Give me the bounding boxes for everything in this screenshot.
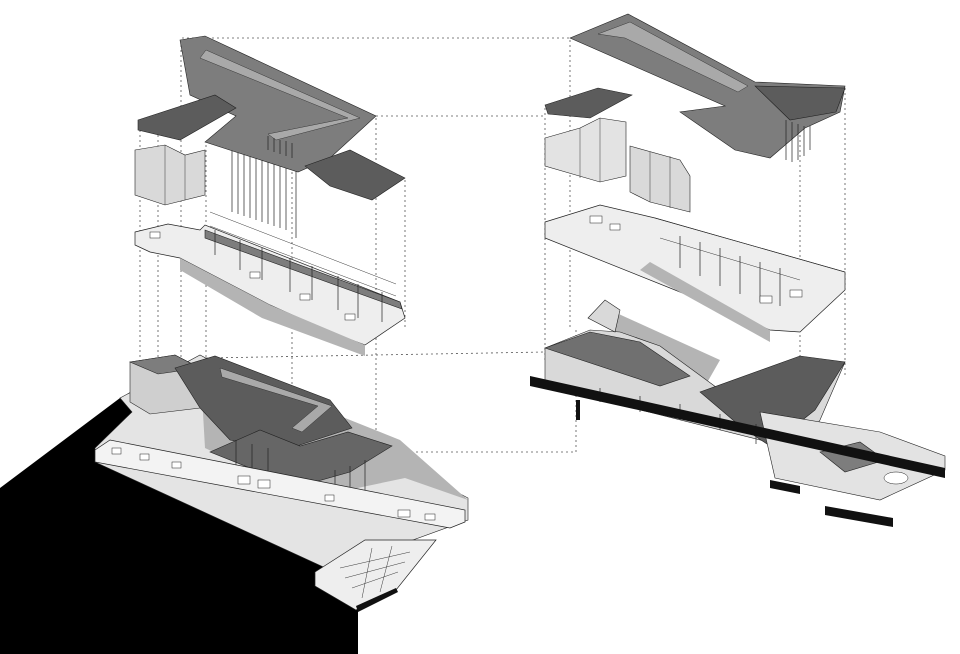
right-first-floor-furniture bbox=[589, 215, 803, 304]
left-lower-extension-grid bbox=[339, 545, 411, 599]
left-upper-slat-wall bbox=[231, 150, 297, 238]
deck-item bbox=[139, 453, 150, 461]
left-first-floor-underside bbox=[180, 258, 365, 356]
guide-mid-link bbox=[205, 351, 546, 359]
left-ground-roof-main bbox=[174, 355, 353, 453]
deck-item bbox=[257, 479, 271, 489]
left-ground-roof-ridge bbox=[219, 367, 333, 433]
right-ground-footing-b bbox=[825, 506, 893, 527]
left-deck-furniture bbox=[111, 447, 436, 521]
deck-item bbox=[424, 513, 436, 521]
floor-item bbox=[789, 289, 803, 298]
left-first-floor-columns bbox=[214, 230, 383, 322]
floor-item bbox=[609, 223, 621, 231]
floor-item bbox=[759, 295, 773, 304]
floor-item bbox=[249, 271, 261, 279]
floor-item bbox=[344, 313, 356, 321]
left-ground-mass bbox=[0, 398, 358, 654]
left-first-floor bbox=[134, 211, 406, 356]
right-ground-level bbox=[530, 299, 946, 527]
right-first-floor-columns bbox=[679, 236, 781, 306]
left-assembly bbox=[0, 35, 469, 654]
floor-item bbox=[589, 215, 603, 224]
left-upper-box bbox=[134, 144, 206, 206]
right-roof-ridge bbox=[597, 21, 749, 93]
left-first-floor-slab bbox=[134, 223, 406, 346]
floor-item bbox=[149, 231, 161, 239]
right-first-floor-underside bbox=[640, 262, 770, 342]
left-first-floor-edge bbox=[204, 229, 403, 310]
right-roof-dark-wing bbox=[754, 85, 846, 121]
right-ground-base-strip bbox=[530, 376, 945, 478]
left-lower-extension-base bbox=[356, 588, 398, 612]
left-roof-left-flap bbox=[137, 94, 237, 141]
right-ground-footing-c bbox=[576, 400, 580, 420]
right-assembly bbox=[530, 13, 946, 527]
left-roof-fascia bbox=[267, 136, 293, 158]
right-roof-left-flap bbox=[544, 87, 633, 119]
right-wall-panel-left bbox=[544, 117, 627, 183]
deck-item bbox=[237, 475, 251, 485]
left-ground-deck bbox=[94, 439, 466, 529]
left-upper-box-lines bbox=[164, 145, 186, 205]
floor-item bbox=[299, 293, 311, 301]
right-first-floor-rails bbox=[654, 217, 846, 281]
right-first-floor-slab bbox=[544, 204, 846, 333]
left-roof-ridge bbox=[199, 49, 361, 141]
deck-item bbox=[111, 447, 122, 455]
right-roof-fascia bbox=[785, 120, 811, 162]
deck-item bbox=[171, 461, 182, 469]
left-roof bbox=[137, 35, 406, 201]
right-ground-roof-left bbox=[544, 331, 691, 387]
deck-item bbox=[397, 509, 411, 518]
right-roof-main bbox=[569, 13, 846, 159]
right-wall-panel-left-lines bbox=[579, 118, 601, 182]
right-roof bbox=[544, 13, 846, 162]
right-upper-walls bbox=[544, 117, 691, 213]
right-ground-footing-a bbox=[770, 480, 800, 494]
right-ground-entrance-wall bbox=[587, 299, 621, 333]
left-upper-walls bbox=[134, 144, 297, 238]
left-roof-right-wing bbox=[304, 149, 406, 201]
right-wall-panel-right-lines bbox=[649, 152, 671, 208]
left-ground-level bbox=[94, 354, 469, 612]
deck-item bbox=[324, 494, 335, 502]
right-wall-panel-right bbox=[629, 145, 691, 213]
left-first-floor-rails bbox=[209, 211, 397, 297]
right-ground-round-pool bbox=[883, 471, 909, 485]
right-first-floor bbox=[544, 204, 846, 342]
left-first-floor-furniture bbox=[149, 231, 356, 321]
